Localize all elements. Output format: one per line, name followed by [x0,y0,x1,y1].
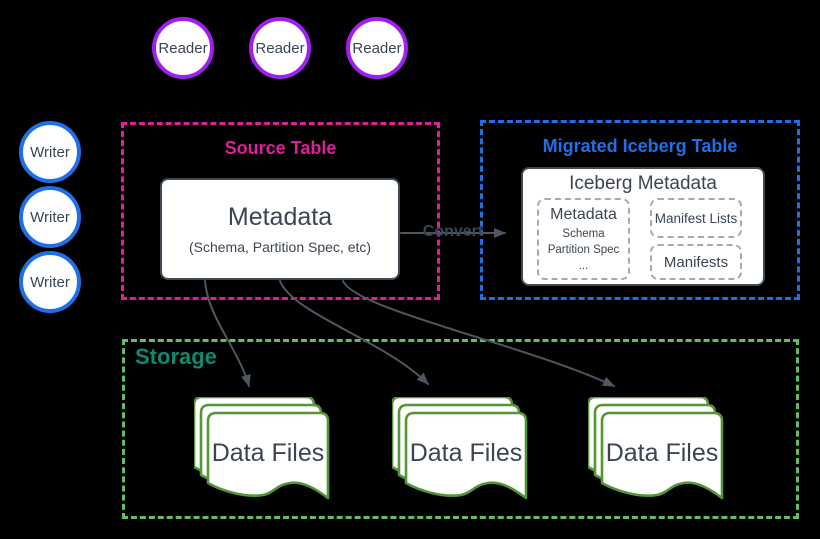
data-files-label: Data Files [212,439,325,467]
reader-label: Reader [255,39,305,57]
manifest-lists-label: Manifest Lists [654,210,738,226]
iceberg-metadata-item-schema: Schema [562,228,605,240]
migrated-iceberg-table-title: Migrated Iceberg Table [542,136,738,156]
iceberg-metadata-item-partition-spec: Partition Spec [547,244,620,256]
reader-label: Reader [352,39,402,57]
iceberg-metadata-group-title: Metadata [550,206,617,223]
data-files-stack-2: Data Files [392,397,528,500]
writer-label: Writer [30,143,70,161]
reader-node: Reader [249,17,311,79]
writer-node: Writer [19,186,81,248]
manifest-lists-box: Manifest Lists [650,198,742,238]
convert-label: Convert [422,223,484,240]
data-files-stack-3: Data Files [588,397,724,500]
iceberg-metadata-card: Iceberg Metadata Metadata Schema Partiti… [521,167,765,286]
manifests-box: Manifests [650,244,742,280]
source-metadata-title: Metadata [227,203,333,231]
iceberg-metadata-title: Iceberg Metadata [569,173,717,194]
migrated-iceberg-table-group: Migrated Iceberg Table [480,120,800,300]
writer-node: Writer [19,251,81,313]
source-metadata-subtitle: (Schema, Partition Spec, etc) [188,239,372,255]
iceberg-metadata-item-ellipsis: ... [578,260,589,272]
writer-label: Writer [30,208,70,226]
iceberg-metadata-group: Metadata Schema Partition Spec ... [537,198,630,280]
source-table-title: Source Table [224,138,337,158]
data-files-stack-1: Data Files [194,397,330,500]
source-metadata-card: Metadata (Schema, Partition Spec, etc) [160,178,400,280]
data-files-label: Data Files [606,439,719,467]
reader-label: Reader [158,39,208,57]
writer-label: Writer [30,273,70,291]
writer-node: Writer [19,121,81,183]
reader-node: Reader [346,17,408,79]
reader-node: Reader [152,17,214,79]
data-files-label: Data Files [410,439,523,467]
manifests-label: Manifests [663,253,729,271]
storage-title: Storage [135,344,217,369]
